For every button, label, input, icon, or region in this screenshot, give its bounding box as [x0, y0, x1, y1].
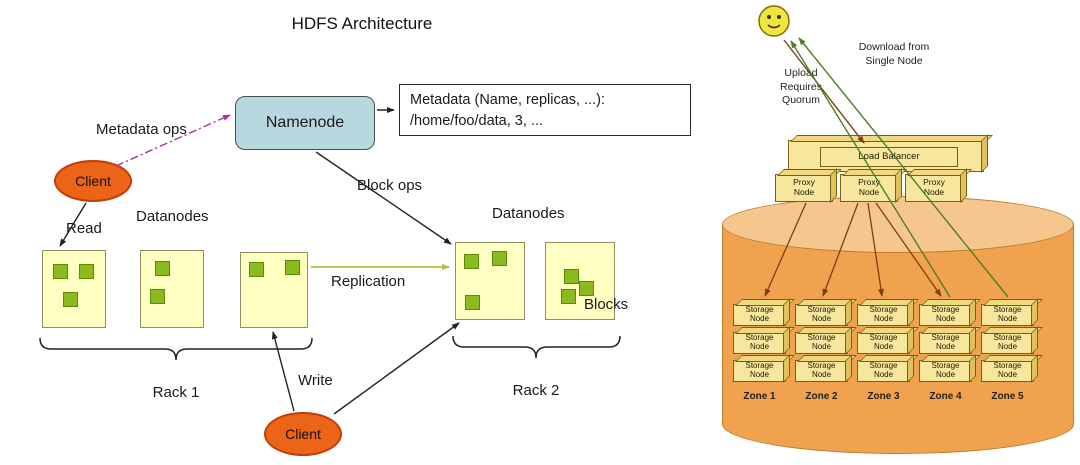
- rack1-label: Rack 1: [152, 384, 200, 401]
- load-balancer-box: Load Balancer: [820, 147, 958, 167]
- replication-label: Replication: [331, 273, 406, 290]
- datanode-box: [545, 242, 615, 320]
- read-label: Read: [66, 220, 102, 237]
- datanode-box: [240, 252, 308, 328]
- proxy-node-label: Proxy Node: [793, 177, 815, 197]
- datanode-box: [140, 250, 204, 328]
- block-icon: [155, 261, 170, 276]
- block-ops-label: Block ops: [357, 177, 423, 194]
- client-bottom-ellipse: Client: [264, 412, 342, 456]
- storage-node-label: Storage Node: [993, 305, 1022, 323]
- storage-node-box: Storage Node: [733, 360, 786, 382]
- block-icon: [63, 292, 78, 307]
- metadata-ops-label: Metadata ops: [96, 121, 187, 138]
- namenode-label: Namenode: [265, 114, 345, 131]
- proxy-node-label: Proxy Node: [923, 177, 945, 197]
- rack1-brace: [39, 337, 313, 361]
- metadata-line2: /home/foo/data, 3, ...: [410, 113, 543, 130]
- zone-label: Zone 2: [805, 391, 838, 402]
- storage-node-label: Storage Node: [807, 333, 836, 351]
- proxy-node-box: Proxy Node: [840, 174, 898, 202]
- storage-node-label: Storage Node: [745, 305, 774, 323]
- client-top-ellipse: Client: [54, 160, 132, 202]
- storage-node-label: Storage Node: [931, 333, 960, 351]
- datanodes-right-label: Datanodes: [492, 205, 565, 222]
- zone-label: Zone 1: [743, 391, 776, 402]
- block-icon: [464, 254, 479, 269]
- storage-node-box: Storage Node: [795, 304, 848, 326]
- proxy-node-label: Proxy Node: [858, 177, 880, 197]
- storage-node-label: Storage Node: [931, 305, 960, 323]
- storage-node-label: Storage Node: [993, 333, 1022, 351]
- load-balancer-label: Load Balancer: [858, 150, 920, 162]
- zone-label: Zone 3: [867, 391, 900, 402]
- storage-node-label: Storage Node: [745, 361, 774, 379]
- storage-node-box: Storage Node: [733, 304, 786, 326]
- block-icon: [465, 295, 480, 310]
- datanode-box: [42, 250, 106, 328]
- block-icon: [561, 289, 576, 304]
- block-icon: [150, 289, 165, 304]
- storage-node-box: Storage Node: [857, 304, 910, 326]
- zone-label: Zone 5: [991, 391, 1024, 402]
- block-icon: [579, 281, 594, 296]
- storage-node-label: Storage Node: [869, 333, 898, 351]
- zone-label: Zone 4: [929, 391, 962, 402]
- storage-node-box: Storage Node: [981, 360, 1034, 382]
- datanode-box: [455, 242, 525, 320]
- storage-node-label: Storage Node: [869, 361, 898, 379]
- proxy-node-box: Proxy Node: [905, 174, 963, 202]
- storage-node-label: Storage Node: [931, 361, 960, 379]
- storage-node-box: Storage Node: [981, 332, 1034, 354]
- download-label: Download from Single Node: [858, 41, 930, 67]
- storage-node-box: Storage Node: [919, 304, 972, 326]
- storage-node-label: Storage Node: [869, 305, 898, 323]
- namenode-box: Namenode: [235, 96, 375, 150]
- block-icon: [79, 264, 94, 279]
- storage-ring-cylinder-top: [722, 196, 1074, 253]
- block-icon: [249, 262, 264, 277]
- storage-node-box: Storage Node: [795, 332, 848, 354]
- metadata-box: Metadata (Name, replicas, ...): /home/fo…: [399, 84, 691, 136]
- datanodes-left-label: Datanodes: [136, 208, 209, 225]
- blocks-label: Blocks: [584, 296, 629, 313]
- metadata-line1: Metadata (Name, replicas, ...):: [410, 92, 606, 108]
- arrow-block-ops: [315, 151, 452, 245]
- storage-node-label: Storage Node: [745, 333, 774, 351]
- client-top-label: Client: [75, 173, 111, 189]
- storage-node-box: Storage Node: [795, 360, 848, 382]
- storage-node-box: Storage Node: [733, 332, 786, 354]
- block-icon: [285, 260, 300, 275]
- storage-node-box: Storage Node: [919, 332, 972, 354]
- storage-node-label: Storage Node: [807, 305, 836, 323]
- arrow-write-rack1: [271, 331, 295, 412]
- storage-node-box: Storage Node: [857, 332, 910, 354]
- storage-node-label: Storage Node: [993, 361, 1022, 379]
- storage-node-label: Storage Node: [807, 361, 836, 379]
- hdfs-title: HDFS Architecture: [291, 14, 433, 33]
- storage-node-box: Storage Node: [857, 360, 910, 382]
- block-icon: [564, 269, 579, 284]
- block-icon: [53, 264, 68, 279]
- arrow-write-rack2: [333, 322, 460, 415]
- client-smiley-icon: [757, 4, 791, 38]
- proxy-node-box: Proxy Node: [775, 174, 833, 202]
- client-bottom-label: Client: [285, 426, 321, 442]
- storage-node-box: Storage Node: [919, 360, 972, 382]
- storage-node-box: Storage Node: [981, 304, 1034, 326]
- rack2-label: Rack 2: [512, 382, 560, 399]
- write-label: Write: [298, 372, 333, 389]
- rack2-brace: [452, 335, 621, 359]
- block-icon: [492, 251, 507, 266]
- upload-label: Upload Requires Quorum: [779, 67, 823, 107]
